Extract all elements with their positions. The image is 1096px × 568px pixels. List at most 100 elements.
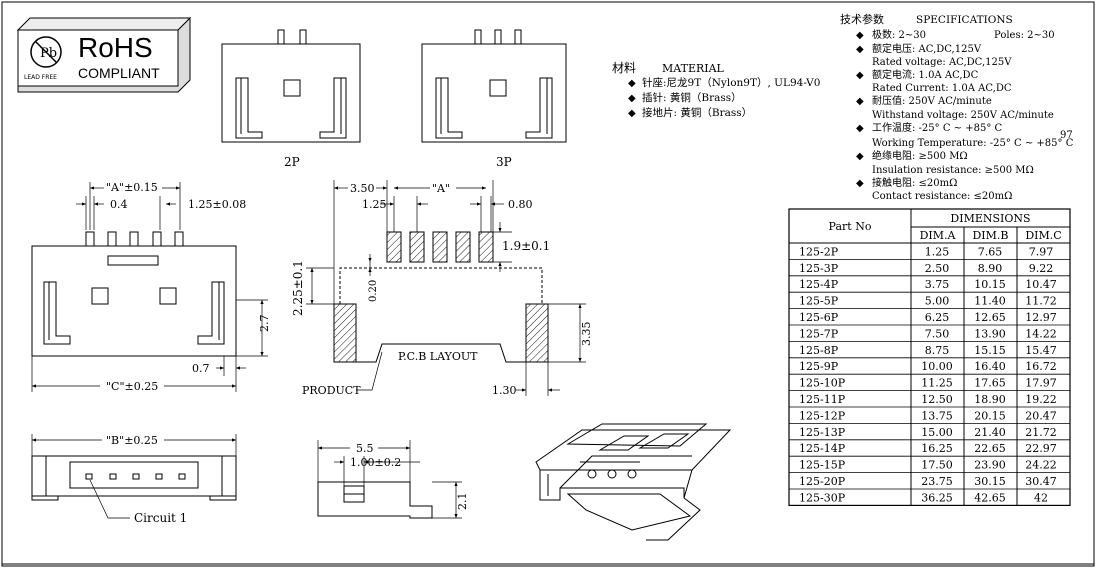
table-cell-dim-a: 11.25 [921, 377, 953, 390]
pcb-dim-19: 1.9±0.1 [502, 239, 550, 253]
diamond-icon: ◆ [856, 70, 864, 81]
table-cell-part: 125-2P [799, 245, 839, 258]
diamond-icon: ◆ [628, 93, 636, 104]
table-cell-dim-b: 22.65 [974, 442, 1006, 455]
table-cell-part: 125-13P [799, 426, 846, 439]
spec-poles-cn: 极数: 2~30 [872, 28, 926, 41]
pcb-layout-label: P.C.B LAYOUT [398, 350, 478, 363]
diamond-icon: ◆ [856, 44, 864, 55]
table-cell-dim-a: 7.50 [925, 327, 950, 340]
diamond-icon: ◆ [628, 108, 636, 119]
table-frame [788, 208, 1071, 506]
front-view-dims [31, 182, 268, 392]
table-cell-dim-a: 15.00 [921, 426, 953, 439]
spec-voltage-cn: 额定电压: AC,DC,125V [872, 42, 982, 55]
material-header: 材料 [612, 61, 636, 75]
table-cell-dim-b: 15.15 [974, 344, 1006, 357]
bottom-view [31, 455, 237, 501]
table-cell-dim-c: 11.72 [1025, 295, 1057, 308]
table-cell-dim-c: 20.47 [1025, 409, 1057, 422]
table-cell-dim-b: 21.40 [974, 426, 1006, 439]
pcb-dim-225: 2.25±0.1 [291, 260, 305, 316]
material-item: 接地片: 黄铜（Brass） [642, 106, 752, 119]
side-view [317, 481, 433, 519]
table-cell-part: 125-8P [799, 344, 839, 357]
rohs-title: RoHS [78, 32, 153, 63]
table-cell-dim-b: 20.15 [974, 409, 1006, 422]
table-cell-part: 125-11P [799, 393, 846, 406]
bottom-dim-b: "B"±0.25 [106, 434, 158, 447]
table-cell-dim-a: 13.75 [921, 409, 953, 422]
table-cell-dim-b: 30.15 [974, 475, 1006, 488]
diamond-icon: ◆ [856, 123, 864, 134]
front-dim-07: 0.7 [192, 362, 210, 375]
spec-header: 技术参数 [840, 12, 884, 26]
pcb-dim-a: "A" [432, 182, 450, 195]
table-cell-dim-a: 10.00 [921, 360, 953, 373]
table-cell-dim-a: 1.25 [925, 245, 950, 258]
table-cell-part: 125-3P [799, 262, 839, 275]
front-dim-04: 0.4 [110, 198, 128, 211]
front-dim-27: 2.7 [258, 315, 271, 333]
table-header-dimensions: DIMENSIONS [950, 212, 1030, 225]
material-item: 插针: 黄铜（Brass） [642, 91, 742, 104]
table-cell-dim-c: 12.97 [1025, 311, 1057, 324]
table-cell-dim-b: 10.15 [974, 278, 1006, 291]
table-cell-dim-a: 6.25 [925, 311, 950, 324]
specifications-block: 技术参数 SPECIFICATIONS ◆ 极数: 2~30 Poles: 2~… [840, 12, 1074, 202]
table-cell-dim-b: 18.90 [974, 393, 1006, 406]
material-item: 针座:尼龙9T（Nylon9T）, UL94-V0 [642, 76, 820, 89]
table-cell-dim-c: 16.72 [1025, 360, 1057, 373]
spec-poles-en: Poles: 2~30 [994, 30, 1055, 41]
rohs-subtitle: COMPLIANT [78, 65, 160, 81]
table-cell-dim-b: 7.65 [978, 245, 1003, 258]
diamond-icon: ◆ [856, 178, 864, 189]
table-cell-dim-c: 42 [1034, 491, 1048, 504]
table-cell-part: 125-7P [799, 327, 839, 340]
table-cell-dim-c: 15.47 [1025, 344, 1057, 357]
pcb-dim-080: 0.80 [508, 198, 533, 211]
lead-free-text: LEAD FREE [24, 74, 57, 81]
table-col-header: DIM.B [972, 229, 1008, 242]
table-cell-dim-b: 11.40 [974, 295, 1006, 308]
rohs-badge: Pb LEAD FREE RoHS COMPLIANT [16, 16, 192, 93]
table-cell-dim-b: 16.40 [974, 360, 1006, 373]
spec-header-en: SPECIFICATIONS [916, 14, 1013, 26]
table-cell-dim-b: 8.90 [978, 262, 1003, 275]
table-cell-part: 125-6P [799, 311, 839, 324]
table-cell-dim-c: 24.22 [1025, 459, 1057, 472]
spec-temp-note: 97 [1060, 130, 1073, 141]
pcb-dim-335: 3.35 [580, 322, 593, 347]
table-cell-dim-b: 13.90 [974, 327, 1006, 340]
table-cell-dim-a: 3.75 [925, 278, 950, 291]
diamond-icon: ◆ [856, 151, 864, 162]
table-cell-dim-c: 14.22 [1025, 327, 1057, 340]
side-dim-55: 5.5 [356, 442, 374, 455]
spec-temp-cn: 工作温度: -25° C ~ +85° C [872, 121, 1002, 134]
table-cell-part: 125-14P [799, 442, 846, 455]
pcb-dim-130: 1.30 [492, 384, 517, 397]
table-cell-dim-c: 10.47 [1025, 278, 1057, 291]
table-cell-part: 125-10P [799, 377, 846, 390]
spec-voltage-en: Rated voltage: AC,DC,125V [872, 57, 1012, 68]
spec-withstand-cn: 耐压值: 250V AC/minute [872, 94, 992, 107]
spec-insul-en: Insulation resistance: ≥500 MΩ [872, 165, 1034, 176]
spec-withstand-en: Withstand voltage: 250V AC/minute [872, 110, 1054, 121]
top-view-3p-label: 3P [496, 155, 512, 169]
lead-free-letter: Pb [40, 46, 57, 61]
table-cell-part: 125-4P [799, 278, 839, 291]
table-cell-dim-b: 17.65 [974, 377, 1006, 390]
pcb-dims [306, 180, 586, 396]
diamond-icon: ◆ [856, 30, 864, 41]
material-block: 材料 MATERIAL ◆ 针座:尼龙9T（Nylon9T）, UL94-V0 … [612, 61, 820, 119]
table-cell-dim-c: 22.97 [1025, 442, 1057, 455]
pcb-dim-125: 1.25 [362, 198, 387, 211]
front-dim-125: 1.25±0.08 [188, 198, 246, 211]
table-cell-part: 125-20P [799, 475, 846, 488]
table-cell-dim-a: 2.50 [925, 262, 950, 275]
table-cell-dim-c: 9.22 [1029, 262, 1054, 275]
table-cell-dim-a: 8.75 [925, 344, 950, 357]
